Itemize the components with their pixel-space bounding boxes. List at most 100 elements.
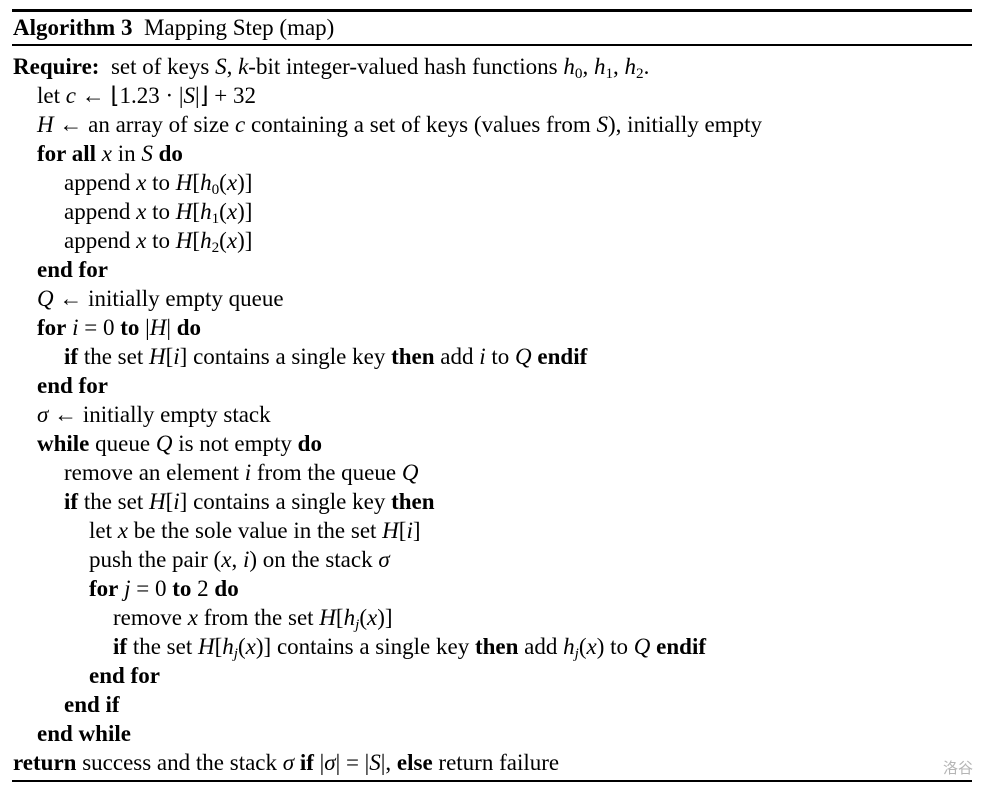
algorithm-body: Require: set of keys S, k-bit integer-va…	[0, 52, 981, 777]
code-segment: i	[173, 489, 180, 514]
code-segment: push the pair (	[89, 547, 222, 572]
code-segment: append	[64, 199, 137, 224]
code-segment: 0	[211, 181, 220, 199]
code-segment: end for	[37, 373, 108, 398]
code-segment: to	[172, 576, 192, 601]
code-segment: remove	[113, 605, 188, 630]
code-segment: end if	[64, 692, 120, 717]
code-segment: -bit integer-valued hash functions	[248, 54, 564, 79]
code-segment: x	[221, 547, 232, 572]
code-segment: is not empty	[172, 431, 298, 456]
code-segment: Q	[515, 344, 532, 369]
code-segment: [	[192, 199, 201, 224]
code-segment: c	[65, 83, 76, 108]
code-segment: Require:	[13, 54, 100, 79]
code-segment: x	[366, 605, 378, 630]
code-segment: x	[117, 518, 128, 543]
code-segment: add	[518, 634, 564, 659]
code-segment: σ	[324, 750, 336, 775]
code-segment: let	[89, 518, 118, 543]
code-segment: [	[165, 344, 174, 369]
code-segment: H	[319, 605, 336, 630]
code-segment: [	[398, 518, 407, 543]
code-segment: i	[72, 315, 79, 340]
code-segment: σ	[378, 547, 390, 572]
code-segment: ]	[412, 518, 421, 543]
code-segment: = 0	[78, 315, 121, 340]
code-segment: H	[175, 199, 193, 224]
code-segment: success and the stack	[76, 750, 283, 775]
algorithm-line: Require: set of keys S, k-bit integer-va…	[0, 52, 981, 83]
algorithm-line: for i = 0 to |H| do	[0, 313, 981, 342]
code-segment: )]	[237, 170, 253, 195]
code-segment: 2	[636, 65, 644, 83]
code-segment: i	[244, 460, 252, 485]
algorithm-line: H ← an array of size c containing a set …	[0, 110, 981, 139]
code-segment: 1	[211, 210, 220, 228]
code-segment: h	[343, 605, 356, 630]
code-segment: the set	[127, 634, 198, 659]
code-segment: x	[226, 170, 238, 195]
code-segment: Q	[37, 286, 54, 311]
code-segment: Algorithm 3	[13, 15, 133, 40]
algorithm-line: append x to H[h1(x)]	[0, 197, 981, 228]
code-segment: x	[136, 170, 147, 195]
code-segment: while	[37, 431, 90, 456]
code-segment: i	[479, 344, 486, 369]
code-segment: ), initially empty	[608, 112, 762, 137]
code-segment: Q	[155, 431, 173, 456]
code-segment: H	[148, 489, 166, 514]
code-segment: ← ⌊1.23 · |	[75, 83, 184, 108]
code-segment: j	[124, 576, 131, 601]
top-rule	[12, 9, 972, 12]
code-segment: )]	[237, 228, 253, 253]
code-segment: ← initially empty queue	[53, 286, 284, 311]
code-segment: )] contains a single key	[255, 634, 475, 659]
code-segment: j	[233, 645, 238, 663]
code-segment: H	[175, 170, 193, 195]
code-segment: ] contains a single key	[179, 344, 392, 369]
code-segment: j	[574, 645, 579, 663]
code-segment: | = |	[335, 750, 370, 775]
code-segment: 1	[605, 65, 614, 83]
code-segment: from the set	[197, 605, 320, 630]
algorithm-line: append x to H[h2(x)]	[0, 226, 981, 256]
code-segment: |	[139, 315, 150, 340]
algorithm-line: end for	[0, 255, 981, 284]
code-segment: h	[200, 228, 212, 253]
code-segment: [	[214, 634, 223, 659]
code-segment: h	[563, 634, 575, 659]
code-segment: x	[187, 605, 198, 630]
code-segment: endif	[656, 634, 707, 659]
code-segment: ,	[613, 54, 625, 79]
code-segment: k	[238, 54, 249, 79]
algorithm-line: remove x from the set H[hj(x)]	[0, 603, 981, 633]
code-segment: do	[297, 431, 322, 456]
code-segment: the set	[78, 489, 149, 514]
code-segment: x	[136, 228, 147, 253]
bottom-rule	[12, 780, 972, 782]
code-segment: )]	[237, 199, 253, 224]
code-segment: for	[37, 315, 67, 340]
code-segment: i	[406, 518, 413, 543]
code-segment: H	[37, 112, 54, 137]
code-segment: x	[586, 634, 597, 659]
code-segment: S	[141, 141, 153, 166]
algorithm-caption: Algorithm 3 Mapping Step (map)	[13, 12, 334, 44]
algorithm-line: end if	[0, 690, 981, 719]
code-segment: x	[245, 634, 256, 659]
code-segment: S	[215, 54, 227, 79]
algorithm-line: let c ← ⌊1.23 · |S|⌋ + 32	[0, 81, 981, 110]
code-segment: append	[64, 170, 137, 195]
algorithm-line: if the set H[i] contains a single key th…	[0, 342, 981, 371]
code-segment: |	[166, 315, 177, 340]
code-segment: set of keys	[99, 54, 216, 79]
code-segment: return failure	[432, 750, 560, 775]
code-segment: h	[563, 54, 575, 79]
code-segment: do	[176, 315, 202, 340]
code-segment: ) to	[596, 634, 634, 659]
code-segment: (	[219, 228, 227, 253]
code-segment: h	[624, 54, 637, 79]
code-segment: |⌋ + 32	[194, 83, 257, 108]
